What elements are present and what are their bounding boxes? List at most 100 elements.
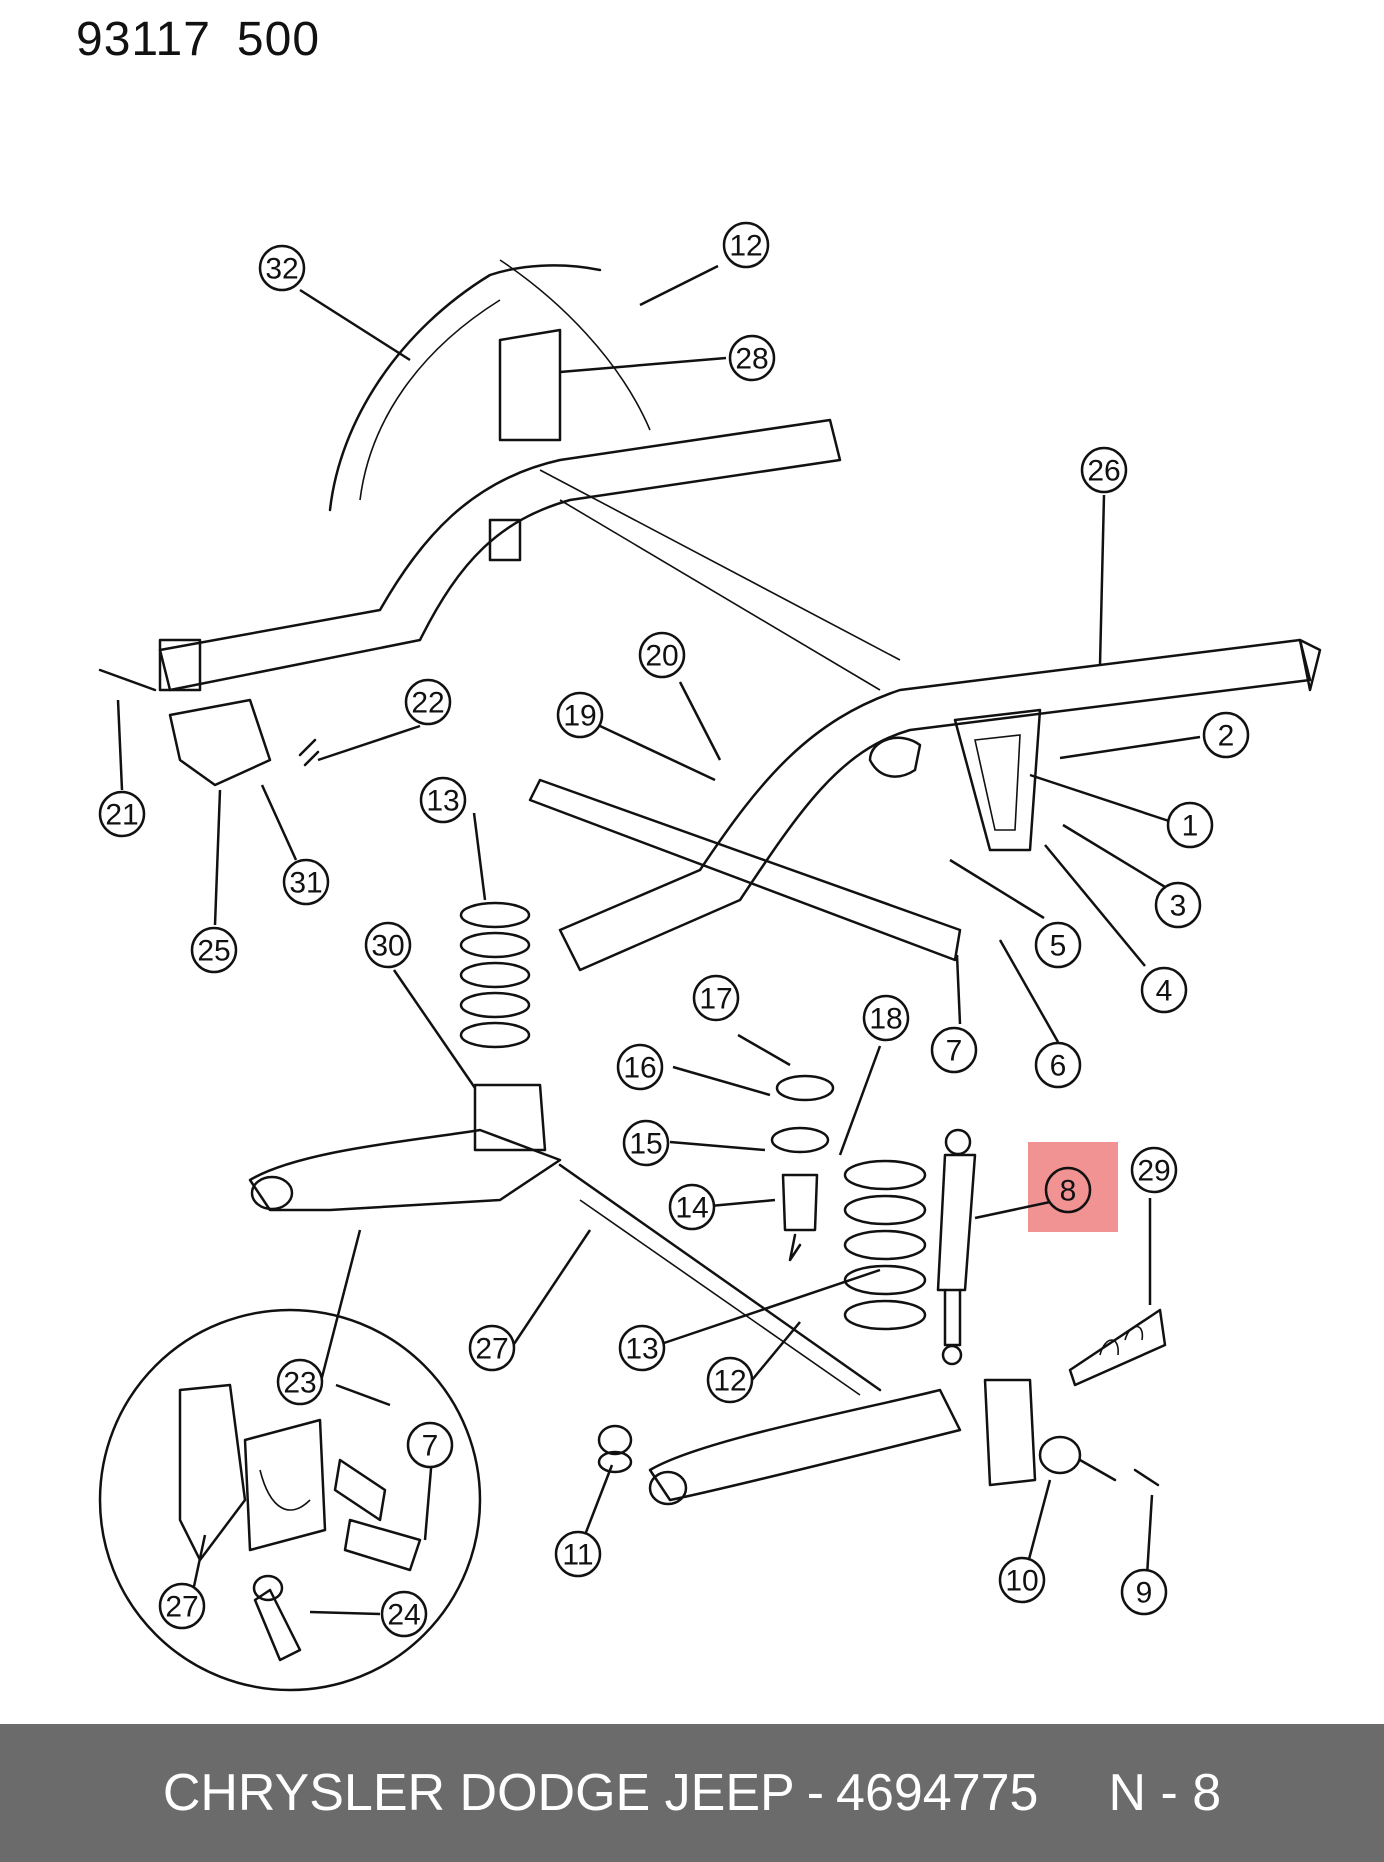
callout-label: 27 bbox=[165, 1591, 198, 1624]
callout-circle bbox=[554, 1530, 602, 1578]
lower-control-arm bbox=[248, 1083, 882, 1396]
callout-21: 21 bbox=[98, 790, 146, 838]
callout-4: 4 bbox=[1140, 966, 1188, 1014]
callout-label: 12 bbox=[729, 230, 762, 263]
callout-label: 11 bbox=[562, 1539, 593, 1572]
callout-circle bbox=[404, 678, 452, 726]
callout-circle bbox=[258, 244, 306, 292]
callout-27: 27 bbox=[158, 1582, 206, 1630]
callout-26: 26 bbox=[1080, 446, 1128, 494]
isolator-bushing bbox=[597, 1424, 633, 1474]
callout-label: 23 bbox=[283, 1367, 316, 1400]
callout-label: 13 bbox=[625, 1333, 658, 1366]
callout-circle bbox=[419, 776, 467, 824]
callout-label: 22 bbox=[411, 687, 444, 720]
footer-page: N - 8 bbox=[1108, 1764, 1222, 1822]
callout-circle bbox=[1034, 921, 1082, 969]
callout-label: 9 bbox=[1136, 1577, 1153, 1610]
crossmember bbox=[528, 736, 962, 962]
callout-13: 13 bbox=[618, 1324, 666, 1372]
callout-circle bbox=[618, 1324, 666, 1372]
callout-circle bbox=[638, 631, 686, 679]
callout-25: 25 bbox=[190, 926, 238, 974]
callout-label: 26 bbox=[1087, 455, 1120, 488]
callout-20: 20 bbox=[638, 631, 686, 679]
callout-circle bbox=[930, 1026, 978, 1074]
callout-circle bbox=[728, 334, 776, 382]
callout-circle bbox=[364, 921, 412, 969]
callout-7: 7 bbox=[930, 1026, 978, 1074]
callout-circle bbox=[1140, 966, 1188, 1014]
callout-label: 6 bbox=[1050, 1050, 1067, 1083]
callout-circle bbox=[1154, 881, 1202, 929]
callout-label: 1 bbox=[1182, 810, 1199, 843]
callout-label: 24 bbox=[387, 1599, 420, 1632]
upper-control-bracket bbox=[953, 708, 1042, 852]
jounce-bumper-stack bbox=[770, 1074, 835, 1262]
callout-24: 24 bbox=[380, 1590, 428, 1638]
callout-10: 10 bbox=[998, 1556, 1046, 1604]
detail-inset bbox=[98, 1308, 482, 1692]
callout-label: 13 bbox=[426, 785, 459, 818]
callout-13: 13 bbox=[419, 776, 467, 824]
callout-circle bbox=[282, 858, 330, 906]
callout-circle bbox=[1130, 1146, 1178, 1194]
frame-rail bbox=[158, 418, 1322, 972]
callout-32: 32 bbox=[258, 244, 306, 292]
callout-label: 14 bbox=[675, 1192, 708, 1225]
mount-bracket bbox=[98, 668, 320, 787]
shim-plate bbox=[1068, 1308, 1167, 1387]
rear-trailing-arm bbox=[648, 1378, 1160, 1506]
diagram-code-b: 500 bbox=[236, 13, 321, 66]
callout-circle bbox=[722, 221, 770, 269]
callout-31: 31 bbox=[282, 858, 330, 906]
callout-label: 19 bbox=[563, 700, 596, 733]
callout-circle bbox=[616, 1043, 664, 1091]
callout-12: 12 bbox=[706, 1356, 754, 1404]
callout-circle bbox=[276, 1358, 324, 1406]
callout-label: 28 bbox=[735, 343, 768, 376]
footer-separator: - bbox=[806, 1764, 825, 1822]
callout-circle bbox=[380, 1590, 428, 1638]
callout-28: 28 bbox=[728, 334, 776, 382]
callout-8: 8 bbox=[1044, 1166, 1092, 1214]
callout-circle bbox=[190, 926, 238, 974]
callout-19: 19 bbox=[556, 691, 604, 739]
callout-label: 27 bbox=[475, 1333, 508, 1366]
callout-label: 7 bbox=[422, 1430, 439, 1463]
callout-circle bbox=[1120, 1568, 1168, 1616]
callout-label: 10 bbox=[1005, 1565, 1038, 1598]
callout-circle bbox=[692, 974, 740, 1022]
shock-absorber bbox=[936, 1128, 977, 1366]
footer-part-number: 4694775 bbox=[836, 1764, 1039, 1822]
callout-label: 20 bbox=[645, 640, 678, 673]
callout-circle bbox=[98, 790, 146, 838]
callout-11: 11 bbox=[554, 1530, 602, 1578]
callout-14: 14 bbox=[668, 1183, 716, 1231]
callout-label: 4 bbox=[1156, 975, 1173, 1008]
callout-circle bbox=[1166, 801, 1214, 849]
callout-circle bbox=[1034, 1041, 1082, 1089]
footer-bar: CHRYSLER DODGE JEEP - 4694775 N - 8 bbox=[0, 1724, 1384, 1862]
callout-label: 15 bbox=[629, 1128, 662, 1161]
callout-label: 18 bbox=[869, 1003, 902, 1036]
callout-16: 16 bbox=[616, 1043, 664, 1091]
callout-label: 29 bbox=[1137, 1155, 1170, 1188]
coil-spring-upper bbox=[459, 901, 531, 1049]
callout-circle bbox=[668, 1183, 716, 1231]
callout-17: 17 bbox=[692, 974, 740, 1022]
coil-spring-rear bbox=[843, 1159, 927, 1331]
callout-circle bbox=[1202, 711, 1250, 759]
callout-label: 30 bbox=[371, 930, 404, 963]
callout-30: 30 bbox=[364, 921, 412, 969]
callout-circle bbox=[158, 1582, 206, 1630]
callout-label: 21 bbox=[105, 799, 138, 832]
callout-circle bbox=[468, 1324, 516, 1372]
callout-18: 18 bbox=[862, 994, 910, 1042]
callout-12: 12 bbox=[722, 221, 770, 269]
callout-9: 9 bbox=[1120, 1568, 1168, 1616]
wheelhouse-panel bbox=[328, 259, 651, 512]
callout-circle bbox=[998, 1556, 1046, 1604]
